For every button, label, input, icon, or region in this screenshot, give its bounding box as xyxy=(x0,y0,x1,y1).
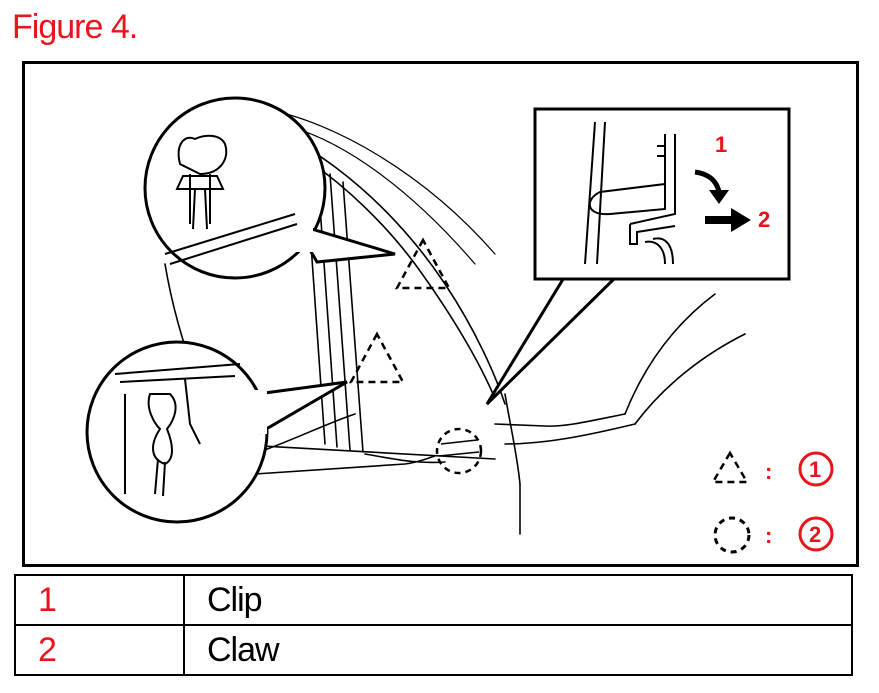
legend-separator-1: : xyxy=(765,459,772,484)
legend-circle-icon xyxy=(713,516,751,554)
legend-table: 1 Clip 2 Claw xyxy=(14,574,853,676)
dashed-triangle-icon xyxy=(394,237,452,290)
dashed-triangle-icon xyxy=(348,331,406,384)
legend-row-number: 1 xyxy=(14,574,185,626)
legend-row-label: Claw xyxy=(183,624,853,676)
legend-number-circle-2 xyxy=(798,516,834,552)
legend-row-label: Clip xyxy=(183,574,853,626)
legend-separator-2: : xyxy=(765,523,772,548)
symbol-legend: : 1 : 2 xyxy=(710,450,834,554)
legend-number-circle-1 xyxy=(798,451,834,487)
curved-arrow-icon xyxy=(694,169,722,193)
clip-detail-circle-lower xyxy=(85,340,348,524)
right-arrow-icon xyxy=(705,216,733,224)
table-row: 1 Clip xyxy=(14,574,853,626)
legend-number-2: 2 xyxy=(809,522,821,547)
claw-detail-box: 1 2 xyxy=(485,107,791,406)
legend-number-1: 1 xyxy=(809,457,821,482)
figure-title: Figure 4. xyxy=(12,8,138,46)
diagram-frame: 1 2 : 1 : 2 xyxy=(22,61,859,567)
callout-2: 2 xyxy=(758,207,770,232)
legend-triangle-icon xyxy=(710,450,750,484)
legend-row-number: 2 xyxy=(14,624,185,676)
table-row: 2 Claw xyxy=(14,624,853,676)
callout-1: 1 xyxy=(715,132,727,157)
clip-detail-circle xyxy=(143,96,396,280)
door-trim-illustration: 1 2 : 1 : 2 xyxy=(85,96,834,554)
dashed-circle-icon xyxy=(435,427,483,475)
